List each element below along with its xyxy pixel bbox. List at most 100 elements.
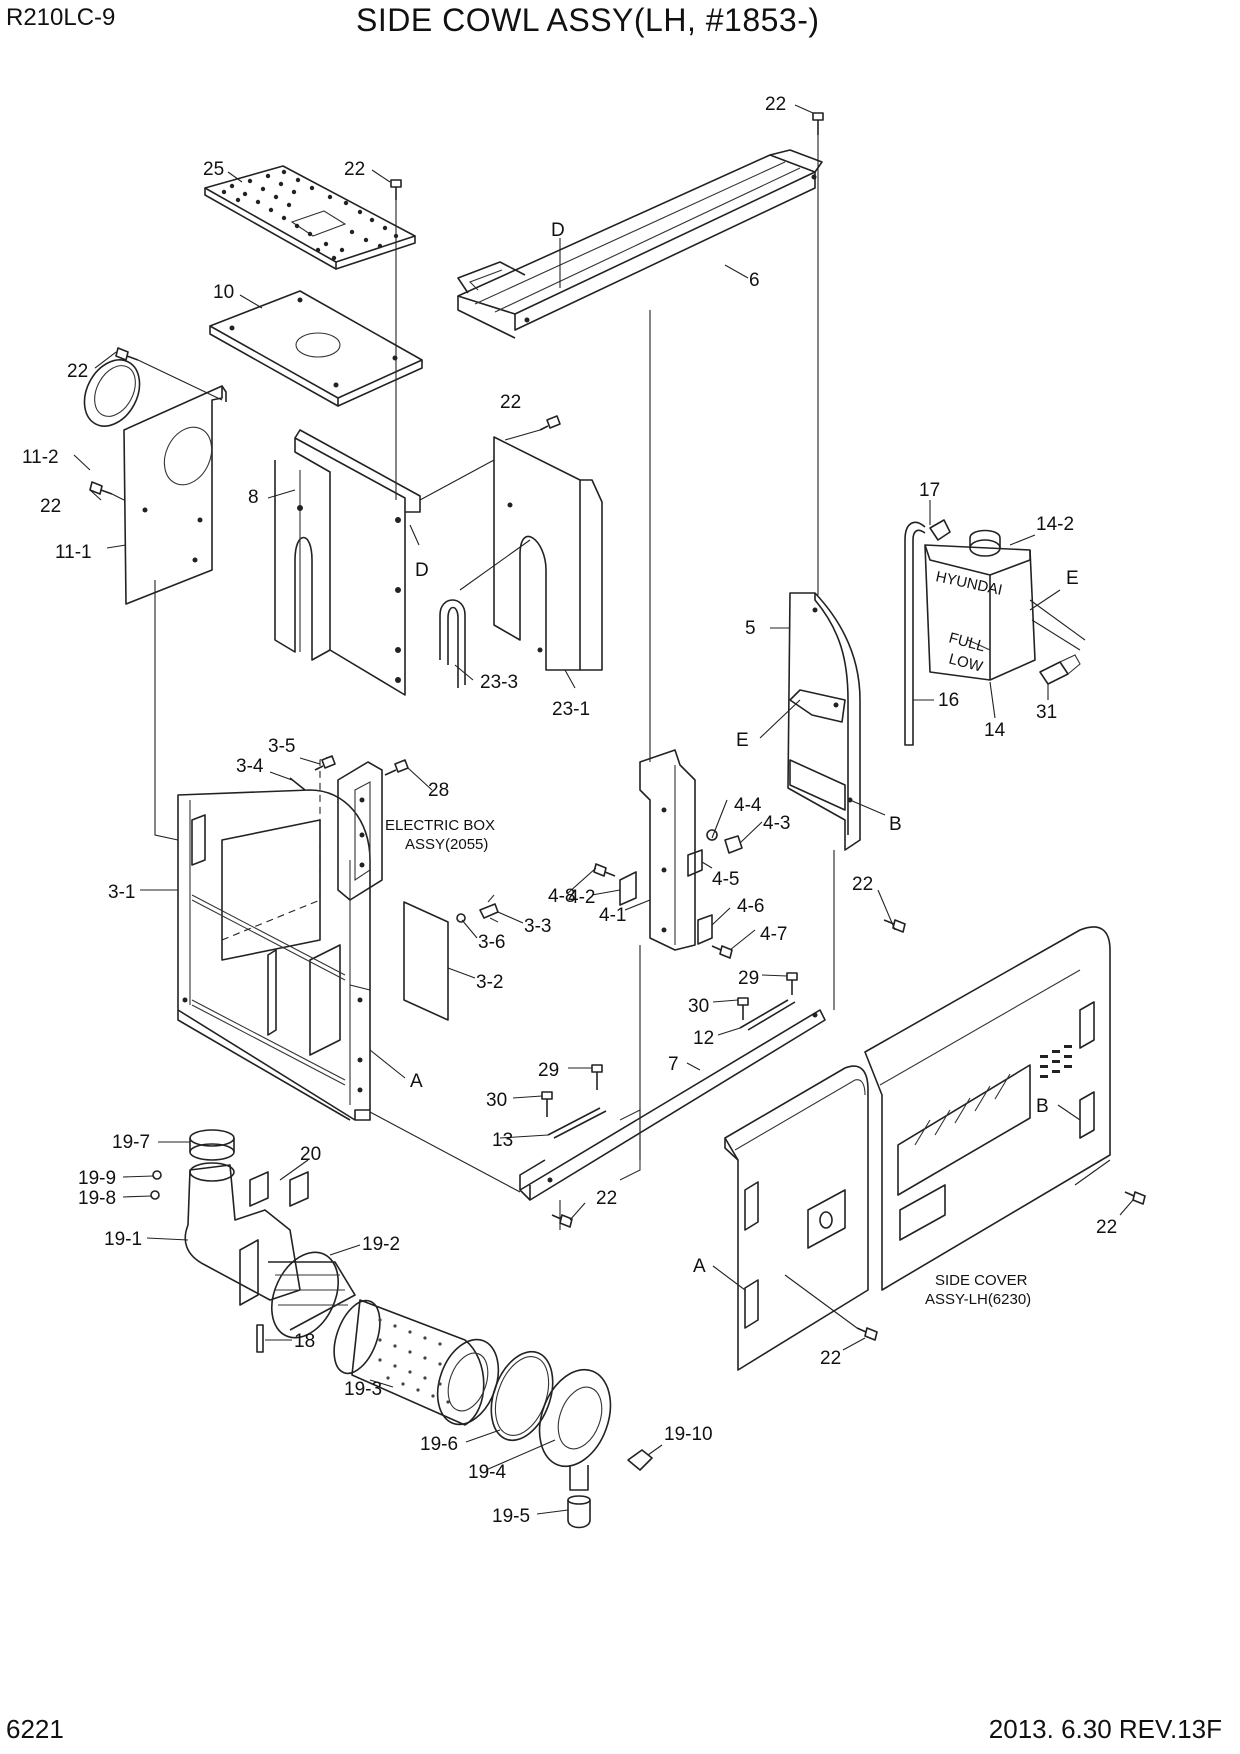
part-16-hose[interactable] [904, 521, 926, 746]
part-4-6-latch[interactable] [697, 914, 713, 945]
part-19-4-end-cap[interactable] [527, 1360, 623, 1491]
part-31-bolt[interactable] [1039, 654, 1081, 685]
part-19-7-hose-ring[interactable] [189, 1129, 235, 1161]
callout-3-2: 3-2 [476, 972, 503, 993]
part-4-5-pad[interactable] [687, 849, 703, 877]
bolt-30-b[interactable] [541, 1091, 553, 1117]
part-3-3-wing-bolt[interactable] [479, 894, 499, 923]
part-11-2-grommet-ring[interactable] [73, 350, 150, 435]
bolt-22-plate[interactable] [390, 179, 402, 200]
callout-19-4: 19-4 [468, 1462, 506, 1483]
page-number: 6221 [6, 1714, 64, 1744]
part-19-3-outer-filter[interactable] [325, 1294, 509, 1432]
part-3-2-small-cover[interactable] [403, 901, 449, 1021]
bolt-22-top[interactable] [812, 112, 824, 135]
part-3-4-pin[interactable] [289, 777, 306, 791]
bolt-22-mid[interactable] [539, 415, 561, 431]
part-19-2-inner-filter[interactable] [259, 1242, 356, 1349]
side-cover-grille-panel[interactable] [864, 926, 1111, 1291]
callout-19-3: 19-3 [344, 1379, 382, 1400]
note-side-cover-line2: ASSY-LH(6230) [925, 1291, 1031, 1308]
bolt-22-cover-r[interactable] [1124, 1191, 1146, 1205]
callout-17: 17 [919, 480, 940, 501]
bolt-22-bottom[interactable] [551, 1214, 573, 1228]
part-19-1-air-cleaner-housing[interactable] [184, 1162, 309, 1306]
callout-22: 22 [765, 94, 786, 115]
callout-14: 14 [984, 720, 1006, 741]
callout-30: 30 [486, 1090, 507, 1111]
part-12-hinge-rod[interactable] [739, 999, 796, 1031]
part-11-1-side-panel[interactable] [123, 385, 227, 605]
callout-22: 22 [40, 496, 61, 517]
bolt-4-8[interactable] [593, 863, 616, 877]
part-4-3-bolt[interactable] [724, 835, 743, 854]
part-28-electric-box[interactable] [337, 761, 383, 901]
callout-19-2: 19-2 [362, 1234, 400, 1255]
model-number: R210LC-9 [6, 4, 116, 31]
part-8-bracket-panel[interactable] [274, 429, 421, 696]
part-7-lower-rail[interactable] [519, 1009, 826, 1201]
callout-13: 13 [492, 1130, 513, 1151]
callout-a: A [693, 1256, 706, 1277]
callout-19-9: 19-9 [78, 1168, 116, 1189]
callout-22: 22 [344, 159, 365, 180]
part-14-reservoir-tank[interactable]: HYUNDAI FULL LOW [924, 529, 1036, 681]
part-3-6-washer[interactable] [456, 913, 466, 923]
part-5-bracket[interactable] [787, 592, 861, 851]
part-23-3-u-clip[interactable] [439, 599, 466, 688]
bolt-29-a[interactable] [786, 972, 798, 995]
side-cover-door[interactable] [724, 1065, 869, 1371]
callout-18: 18 [294, 1331, 315, 1352]
part-19-8-clamp[interactable] [150, 1190, 160, 1200]
callout-12: 12 [693, 1028, 714, 1049]
part-19-9-clamp[interactable] [152, 1170, 162, 1180]
callout-b: B [1036, 1096, 1049, 1117]
bolt-28[interactable] [384, 759, 409, 776]
part-4-1-mounting-bracket[interactable] [639, 749, 696, 951]
bolt-3-5[interactable] [314, 755, 336, 771]
bolt-22-left2[interactable] [89, 481, 113, 495]
part-18-bolt[interactable] [256, 1324, 264, 1353]
callout-b: B [889, 814, 902, 835]
callout-19-1: 19-1 [104, 1229, 142, 1250]
callout-e: E [736, 730, 749, 751]
callout-22: 22 [500, 392, 521, 413]
bolt-22-left[interactable] [115, 347, 139, 361]
note-electric-box-line2: ASSY(2055) [405, 836, 488, 853]
callout-23-1: 23-1 [552, 699, 590, 720]
callout-3-4: 3-4 [236, 756, 264, 777]
revision-date: 2013. 6.30 REV.13F [988, 1714, 1222, 1744]
part-19-10-indicator[interactable] [627, 1449, 653, 1471]
callout-14-2: 14-2 [1036, 514, 1074, 535]
callout-19-5: 19-5 [492, 1506, 530, 1527]
callout-6: 6 [749, 270, 760, 291]
part-4-2-clip[interactable] [619, 871, 637, 906]
callout-25: 25 [203, 159, 224, 180]
part-17-hose-elbow[interactable] [929, 519, 951, 541]
callout-4-1: 4-1 [599, 905, 626, 926]
part-4-4-washer[interactable] [706, 829, 718, 841]
callout-10: 10 [213, 282, 234, 303]
part-3-1-main-panel[interactable] [177, 789, 371, 1121]
bolt-30-a[interactable] [737, 997, 749, 1020]
part-19-5-dust-valve[interactable] [567, 1495, 591, 1529]
bolt-29-b[interactable] [591, 1064, 603, 1090]
part-23-1-cover-panel[interactable] [493, 436, 603, 671]
callout-19-7: 19-7 [112, 1132, 150, 1153]
callout-22: 22 [852, 874, 873, 895]
bolt-22-cover[interactable] [856, 1327, 878, 1341]
callout-20: 20 [300, 1144, 321, 1165]
part-13-hinge-rod[interactable] [547, 1107, 607, 1139]
callout-29: 29 [538, 1060, 559, 1081]
part-10-plate[interactable] [209, 290, 423, 407]
callout-4-7: 4-7 [760, 924, 787, 945]
callout-labels: 22 25 22 D 6 10 22 11-2 22 11-1 8 D 22 2… [22, 94, 1117, 1527]
callout-22: 22 [1096, 1217, 1117, 1238]
callout-leaders [73, 104, 1134, 1515]
part-25-perforated-plate[interactable] [204, 165, 416, 270]
bolt-4-7[interactable] [711, 945, 733, 959]
page-title: SIDE COWL ASSY(LH, #1853-) [356, 2, 820, 38]
part-6-top-beam[interactable] [457, 149, 823, 339]
callout-22: 22 [67, 361, 88, 382]
callout-19-10: 19-10 [664, 1424, 713, 1445]
